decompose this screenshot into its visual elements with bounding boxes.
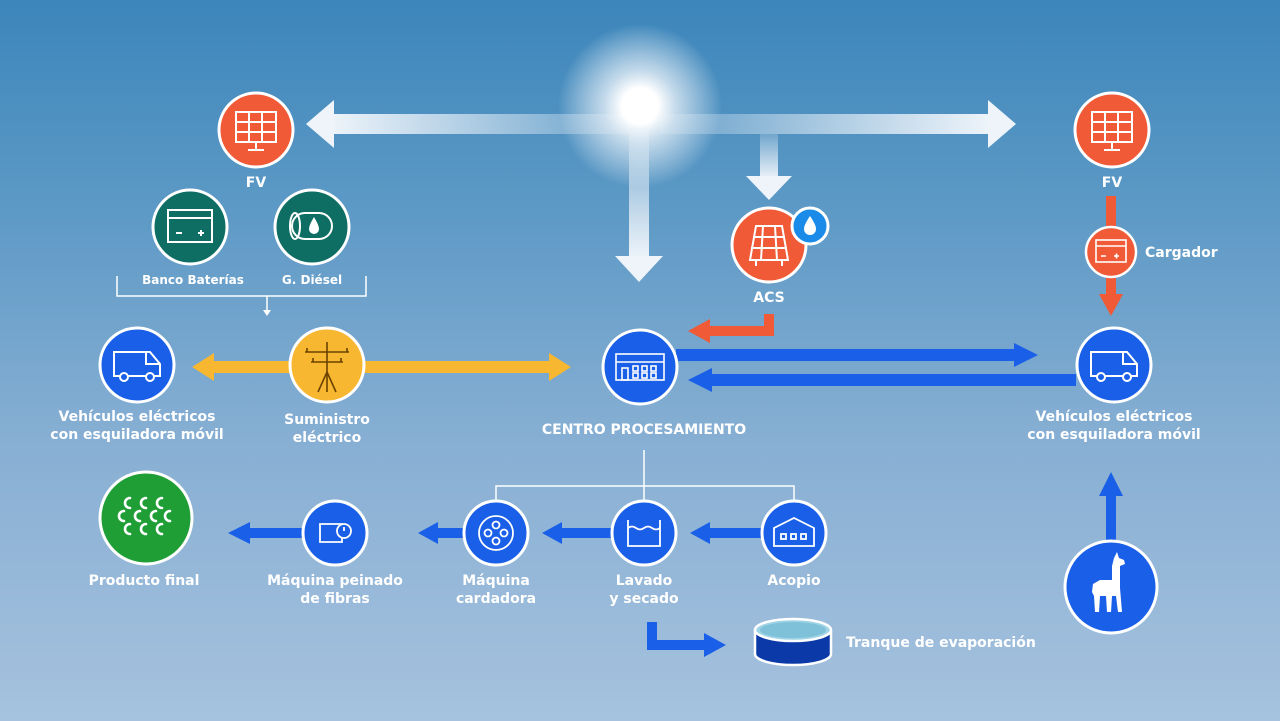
ev-left-label: Vehículos eléctricos con esquiladora móv…	[50, 409, 224, 443]
processing-center-label: CENTRO PROCESAMIENTO	[541, 422, 747, 438]
alpaca-node	[1063, 539, 1159, 635]
processing-center-node	[601, 328, 679, 406]
fv-left-node	[217, 91, 295, 169]
fv-right-node	[1073, 91, 1151, 169]
washing-drying-label: Lavado y secado	[609, 573, 679, 607]
solar-thermal-icon	[748, 225, 790, 266]
solar-panel-icon	[235, 111, 277, 151]
center-to-ev-arrow	[676, 343, 1038, 367]
washing-tub-icon	[627, 520, 661, 547]
carding-machine-icon	[478, 515, 514, 551]
collection-label: Acopio	[767, 573, 821, 589]
process-flow-arrows	[228, 522, 762, 544]
sun-arrow-down-acs	[746, 134, 792, 200]
solar-panel-icon	[1091, 111, 1133, 151]
ev-right-node	[1075, 326, 1153, 404]
charger-icon	[1095, 239, 1127, 263]
ev-right-label: Vehículos eléctricos con esquiladora móv…	[1027, 409, 1201, 443]
alpaca-to-ev-arrow	[1099, 472, 1123, 544]
sun-arrow-right	[660, 100, 1016, 148]
final-product-label: Producto final	[88, 573, 200, 589]
final-product-node	[98, 470, 194, 566]
combing-machine-label: Máquina peinado de fibras	[267, 573, 403, 607]
sun-icon	[558, 24, 722, 188]
evaporation-tank-node	[753, 617, 833, 667]
charger-node	[1084, 225, 1138, 279]
evaporation-tank-label: Tranque de evaporación	[846, 635, 1036, 651]
diesel-generator-node	[273, 188, 351, 266]
combing-machine-node	[301, 499, 369, 567]
warehouse-icon	[773, 516, 815, 547]
wool-icon	[117, 496, 172, 536]
sun-arrow-left	[306, 100, 630, 148]
washing-drying-node	[610, 499, 678, 567]
process-tree-connector	[495, 450, 795, 500]
ev-left-node	[98, 326, 176, 404]
bracket-connector	[116, 276, 367, 316]
acs-node	[730, 206, 830, 284]
factory-icon	[615, 353, 665, 381]
acs-label: ACS	[753, 290, 785, 306]
power-supply-node	[288, 326, 366, 404]
water-drop-icon	[804, 216, 816, 235]
combing-machine-icon	[319, 523, 352, 543]
carding-machine-node	[462, 499, 530, 567]
carding-machine-label: Máquina cardadora	[455, 573, 537, 607]
wash-to-tank-arrow	[647, 622, 726, 657]
charger-label: Cargador	[1145, 245, 1218, 261]
power-supply-label: Suministro eléctrico	[284, 412, 370, 446]
fv-left-label: FV	[245, 175, 267, 191]
van-icon	[1090, 351, 1138, 382]
battery-bank-node	[151, 188, 229, 266]
diesel-generator-label: G. Diésel	[281, 273, 343, 287]
fuel-tank-icon	[289, 212, 333, 240]
acs-to-center-arrow	[688, 314, 774, 343]
fv-to-charger-arrow	[1106, 196, 1116, 226]
charger-to-ev-arrow	[1099, 276, 1123, 316]
collection-node	[760, 499, 828, 567]
ev-to-center-arrow	[688, 368, 1076, 392]
power-pole-icon	[305, 342, 349, 393]
fv-right-label: FV	[1101, 175, 1123, 191]
supply-arrow	[192, 353, 571, 381]
battery-bank-label: Banco Baterías	[142, 273, 244, 287]
battery-icon	[167, 209, 213, 243]
van-icon	[113, 351, 161, 382]
alpaca-icon	[1092, 552, 1125, 612]
